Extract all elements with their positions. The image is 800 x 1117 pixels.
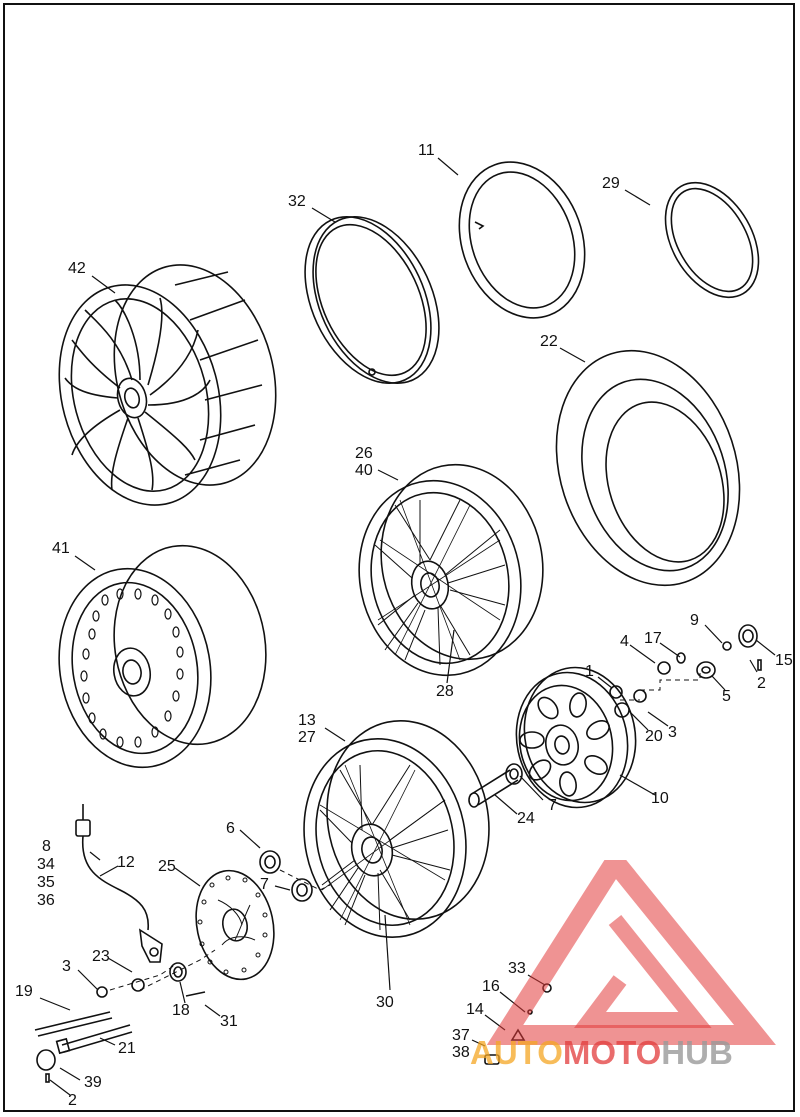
callout-15: 15 bbox=[775, 652, 793, 669]
axle-hardware-right bbox=[609, 624, 762, 718]
abs-sensor-cable bbox=[75, 804, 163, 963]
leader-lines bbox=[39, 157, 776, 1096]
callout-3-upper: 3 bbox=[668, 724, 677, 741]
axle-spacer bbox=[468, 763, 523, 808]
callout-36: 36 bbox=[37, 892, 55, 909]
callout-9: 9 bbox=[690, 612, 699, 629]
callout-19: 19 bbox=[15, 983, 33, 1000]
cast-wheel-standard bbox=[58, 544, 267, 769]
wordmark-auto: AUTO bbox=[470, 1034, 563, 1071]
automotohub-wordmark: AUTOMOTOHUB bbox=[470, 1034, 733, 1072]
callout-13: 13 bbox=[298, 712, 316, 729]
callout-17: 17 bbox=[644, 630, 662, 647]
laced-wheel-front bbox=[358, 463, 544, 677]
callout-31: 31 bbox=[220, 1013, 238, 1030]
callout-40: 40 bbox=[355, 462, 373, 479]
callout-2-lower: 2 bbox=[68, 1092, 77, 1109]
callout-8: 8 bbox=[42, 838, 51, 855]
callout-25: 25 bbox=[158, 858, 176, 875]
drive-pulley bbox=[515, 666, 637, 809]
callout-33: 33 bbox=[508, 960, 526, 977]
callout-26: 26 bbox=[355, 445, 373, 462]
callout-32: 32 bbox=[288, 193, 306, 210]
tire bbox=[555, 349, 741, 587]
axle-hardware-left bbox=[34, 949, 216, 1083]
callout-42: 42 bbox=[68, 260, 86, 277]
laced-wheel-rear bbox=[303, 719, 490, 939]
callout-7-upper: 7 bbox=[548, 797, 557, 814]
callout-22: 22 bbox=[540, 333, 558, 350]
callout-20: 20 bbox=[645, 728, 663, 745]
callout-5: 5 bbox=[722, 688, 731, 705]
callout-35: 35 bbox=[37, 874, 55, 891]
callout-14: 14 bbox=[466, 1001, 484, 1018]
callout-28: 28 bbox=[436, 683, 454, 700]
inner-tube bbox=[458, 161, 586, 319]
callout-7-lower: 7 bbox=[260, 876, 269, 893]
callout-4: 4 bbox=[620, 633, 629, 650]
callout-6: 6 bbox=[226, 820, 235, 837]
callout-10: 10 bbox=[651, 790, 669, 807]
rim-strip bbox=[664, 181, 760, 299]
rim-band bbox=[304, 216, 440, 384]
automotohub-logo-icon bbox=[486, 860, 776, 1045]
callout-1: 1 bbox=[585, 663, 594, 680]
callout-3-lower: 3 bbox=[62, 958, 71, 975]
wordmark-moto: MOTO bbox=[562, 1034, 662, 1071]
callout-29: 29 bbox=[602, 175, 620, 192]
callout-21: 21 bbox=[118, 1040, 136, 1057]
cast-wheel-turbine bbox=[58, 264, 277, 506]
callout-2-upper: 2 bbox=[757, 675, 766, 692]
callout-23: 23 bbox=[92, 948, 110, 965]
callout-37: 37 bbox=[452, 1027, 470, 1044]
callout-12: 12 bbox=[117, 854, 135, 871]
diagram-border bbox=[3, 3, 795, 1112]
callout-39: 39 bbox=[84, 1074, 102, 1091]
brake-rotor bbox=[195, 869, 275, 981]
callout-18: 18 bbox=[172, 1002, 190, 1019]
callout-27: 27 bbox=[298, 729, 316, 746]
callout-30: 30 bbox=[376, 994, 394, 1011]
callout-38: 38 bbox=[452, 1044, 470, 1061]
callout-34: 34 bbox=[37, 856, 55, 873]
wheel-bearings-left bbox=[259, 850, 331, 902]
callout-16: 16 bbox=[482, 978, 500, 995]
callout-41: 41 bbox=[52, 540, 70, 557]
wordmark-hub: HUB bbox=[661, 1034, 733, 1071]
callout-24: 24 bbox=[517, 810, 535, 827]
callout-11: 11 bbox=[418, 142, 435, 159]
